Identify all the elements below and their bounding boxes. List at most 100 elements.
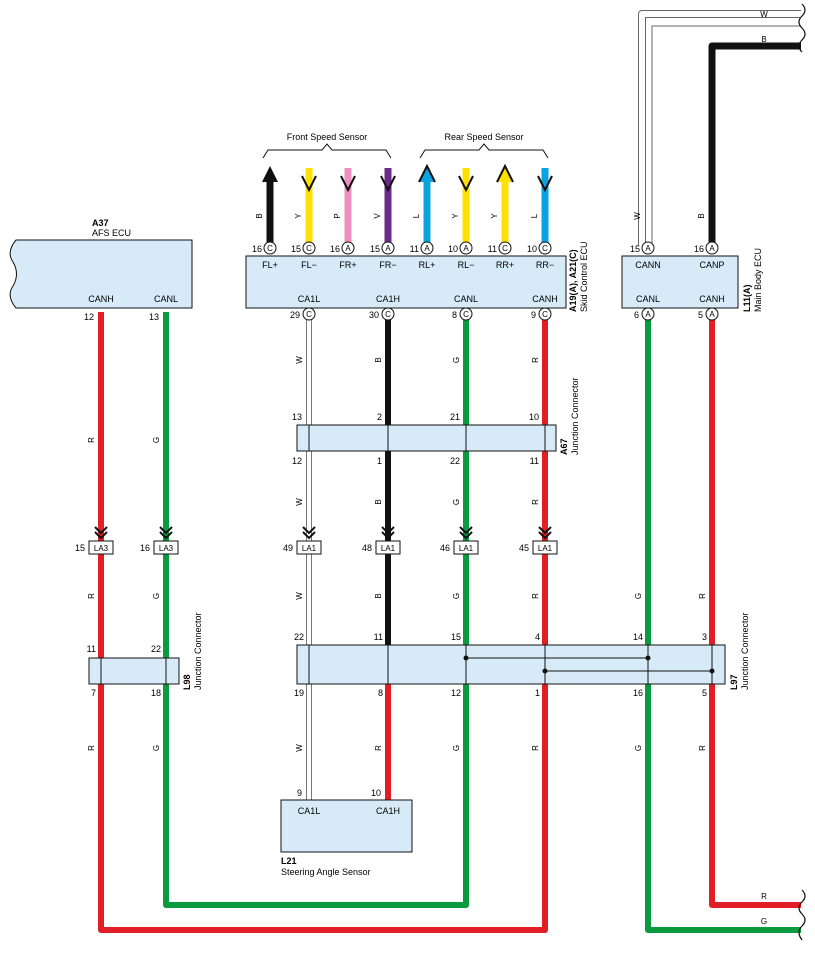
pin-label: CANH	[532, 294, 558, 304]
wire-code: G	[634, 593, 643, 599]
a67-pin-bottom: 1	[377, 456, 382, 466]
l98-name: Junction Connector	[193, 612, 203, 690]
pin-label: FL−	[301, 260, 317, 270]
pin-label: CANL	[454, 294, 478, 304]
skid-bottom-pin-ca1h: CA1H 30 C	[369, 294, 400, 321]
wire-code: R	[87, 437, 96, 443]
l21-code: L21	[281, 856, 297, 866]
wire-code: W	[633, 212, 642, 220]
wire-code-labels: R G R G R G W B G R W B G R W B G R W R …	[87, 10, 768, 926]
wire-r-mainbody-canh	[709, 314, 801, 908]
pin-number: 9	[531, 310, 536, 320]
rear-speed-sensor-label: Rear Speed Sensor	[444, 132, 523, 142]
connector-letter: C	[267, 244, 273, 253]
a67-pin-top: 21	[450, 412, 460, 422]
pin-number: 8	[452, 310, 457, 320]
l97-pin-top: 14	[633, 632, 643, 642]
wire-code: L	[530, 213, 539, 218]
a67-code: A67	[559, 438, 569, 455]
l11-bottom-pin-canl: CANL 6 A	[634, 294, 660, 321]
wire-code: B	[374, 357, 383, 362]
wire-code: B	[697, 213, 706, 218]
connector-letter: A	[424, 244, 430, 253]
a67-pin-top: 10	[529, 412, 539, 422]
sensor-braces	[262, 143, 549, 159]
pin-number: 15	[75, 543, 85, 553]
pin-number: 49	[283, 543, 293, 553]
arrow-down-icon	[380, 175, 396, 193]
pin-label: RL+	[419, 260, 436, 270]
a67-pin-top: 13	[292, 412, 302, 422]
a37-afs-ecu-box	[9, 239, 193, 309]
connector-letter: A	[645, 310, 651, 319]
connector-letter: A	[709, 310, 715, 319]
a67-pin-bottom: 12	[292, 456, 302, 466]
l21-label-ca1l: CA1L	[298, 806, 321, 816]
skid-top-pin-fl-plus: 16 C FL+ B	[252, 213, 278, 270]
pin-number: 16	[140, 543, 150, 553]
skid-control-ecu-box	[245, 255, 567, 309]
wire-code: B	[255, 213, 264, 218]
l11-bottom-pin-canh: CANH 5 A	[698, 294, 725, 321]
a67-pin-bottom: 11	[530, 456, 539, 466]
front-sensor-brace	[262, 143, 392, 159]
pin-label: FR+	[339, 260, 356, 270]
wire-r-afs-canh	[98, 312, 548, 933]
wire-code: G	[152, 437, 161, 443]
pin-number: 48	[362, 543, 372, 553]
connector-code: LA3	[94, 544, 109, 553]
pin-number: 29	[290, 310, 300, 320]
connector-letter: C	[306, 244, 312, 253]
connector-letter: A	[385, 244, 391, 253]
skid-name: Skid Control ECU	[579, 241, 589, 312]
wire-code: R	[698, 593, 707, 599]
wire-code: W	[295, 592, 304, 600]
pin-number: 10	[527, 244, 537, 254]
skid-top-pin-rl-minus: 10 A RL− Y	[448, 213, 474, 270]
pin-label: CA1H	[376, 294, 400, 304]
l11-top-pins: 15 A CANN W 16 A CANP B	[630, 212, 725, 270]
wire-code: W	[295, 744, 304, 752]
l11-top-pin-cann: 15 A CANN W	[630, 212, 661, 270]
connector-letter: C	[542, 310, 548, 319]
a37-canl-label: CANL	[154, 294, 178, 304]
la1-connector-48: LA1 48	[362, 526, 401, 555]
l21-pin: 10	[371, 788, 381, 798]
wire-code: L	[412, 213, 421, 218]
connector-letter: C	[306, 310, 312, 319]
la3-connector-15: LA3 15	[75, 526, 114, 555]
arrow-down-icon	[537, 175, 553, 193]
skid-top-pin-rr-plus: 11 C RR+ Y	[488, 213, 514, 270]
arrow-down-icon	[301, 175, 317, 193]
l21-label-ca1h: CA1H	[376, 806, 400, 816]
wire-code: Y	[294, 213, 303, 219]
pin-number: 16	[694, 244, 704, 254]
connector-letter: C	[385, 310, 391, 319]
l97-pin-bottom: 5	[702, 688, 707, 698]
wire-g-mainbody-canl	[645, 314, 801, 933]
connector-letter: C	[542, 244, 548, 253]
connector-code: LA3	[159, 544, 174, 553]
l98-pin-bottom: 7	[91, 688, 96, 698]
l97-junction-connector	[296, 644, 726, 685]
l97-pin-top: 15	[451, 632, 461, 642]
skid-top-pin-rl-plus: 11 A RL+ L	[410, 213, 436, 270]
a37-pin-canl: 13	[149, 312, 159, 322]
connector-code: LA1	[538, 544, 553, 553]
wire-code: G	[452, 745, 461, 751]
skid-bottom-pin-ca1l: CA1L 29 C	[290, 294, 320, 321]
l97-pin-bottom: 16	[633, 688, 643, 698]
connector-letter: A	[709, 244, 715, 253]
l97-code: L97	[729, 674, 739, 690]
arrow-down-icon	[458, 175, 474, 193]
skid-bottom-pin-canh: CANH 9 C	[531, 294, 558, 321]
front-speed-sensor-label: Front Speed Sensor	[287, 132, 368, 142]
l11-code: L11(A)	[742, 284, 752, 312]
continuation-breaks	[798, 3, 806, 941]
la1-connector-49: LA1 49	[283, 526, 322, 555]
wire-code: B	[374, 499, 383, 504]
pin-number: 15	[370, 244, 380, 254]
wire-code: G	[761, 917, 767, 926]
l98-pin-top: 11	[87, 644, 96, 654]
rear-sensor-brace	[419, 143, 549, 159]
